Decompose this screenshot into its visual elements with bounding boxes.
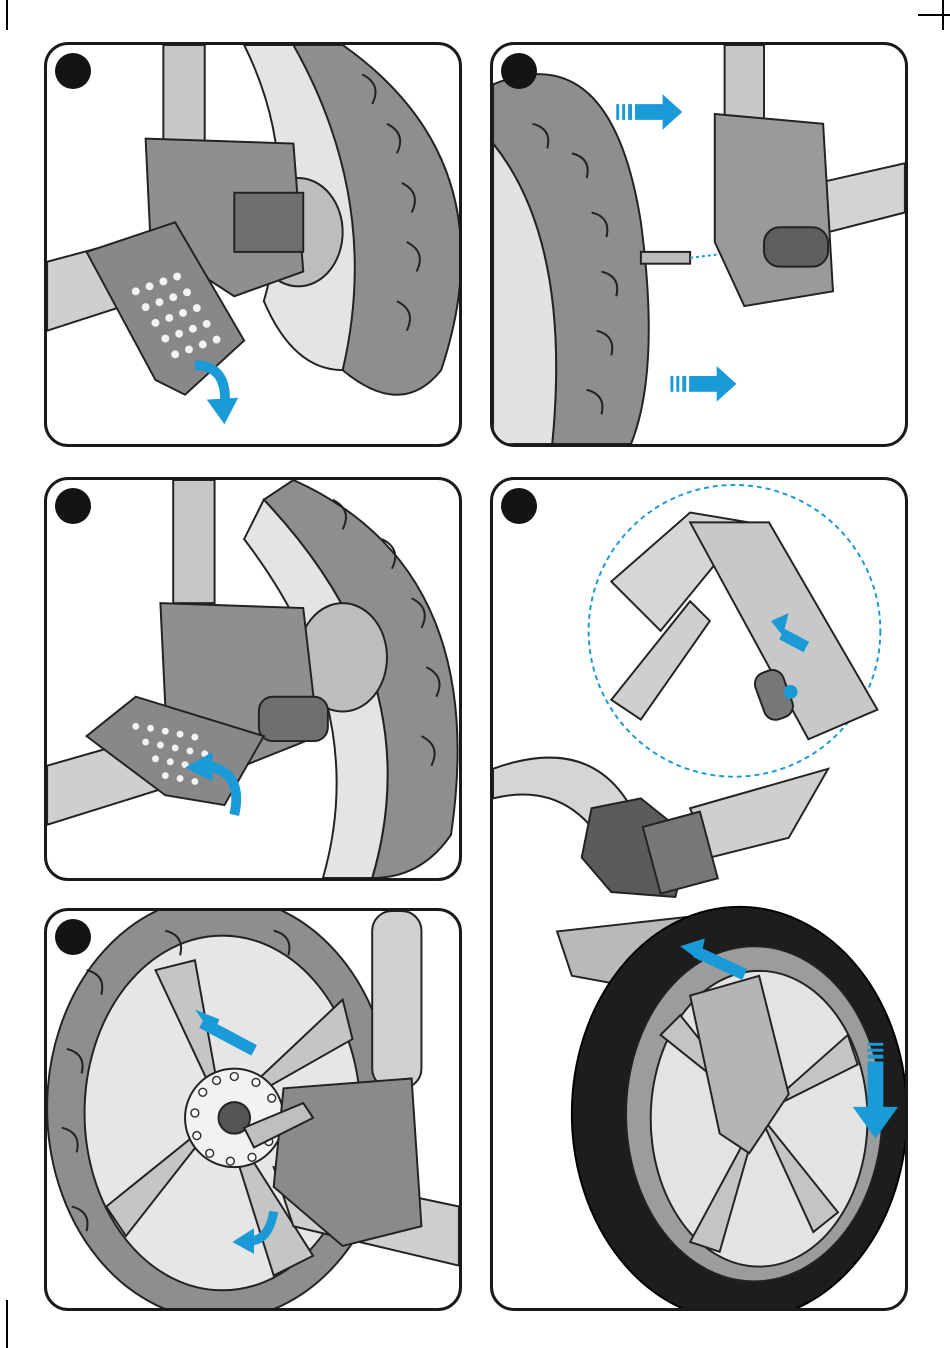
crop-mark-bottom-left-v [6,1300,8,1348]
step-panel-3 [44,477,462,881]
straight-arrow-right-icon [616,94,682,129]
brake-pedal-up-illustration [47,480,459,878]
step-number-badge [55,488,91,524]
step-panel-4 [44,908,462,1311]
step-number-badge [55,53,91,89]
front-wheel-release-illustration [493,480,905,1308]
step-number-badge [501,488,537,524]
crop-mark-top-right-h [918,14,950,16]
crop-mark-top-left-v [6,0,8,30]
step-panel-5 [490,477,908,1311]
step-number-badge [55,919,91,955]
step-number-badge [501,53,537,89]
step-panel-1 [44,42,462,447]
brake-pedal-down-illustration [47,45,459,444]
wheel-removal-illustration [47,911,459,1308]
step-panel-2 [490,42,908,447]
wheel-axle-insert-illustration [493,45,905,444]
